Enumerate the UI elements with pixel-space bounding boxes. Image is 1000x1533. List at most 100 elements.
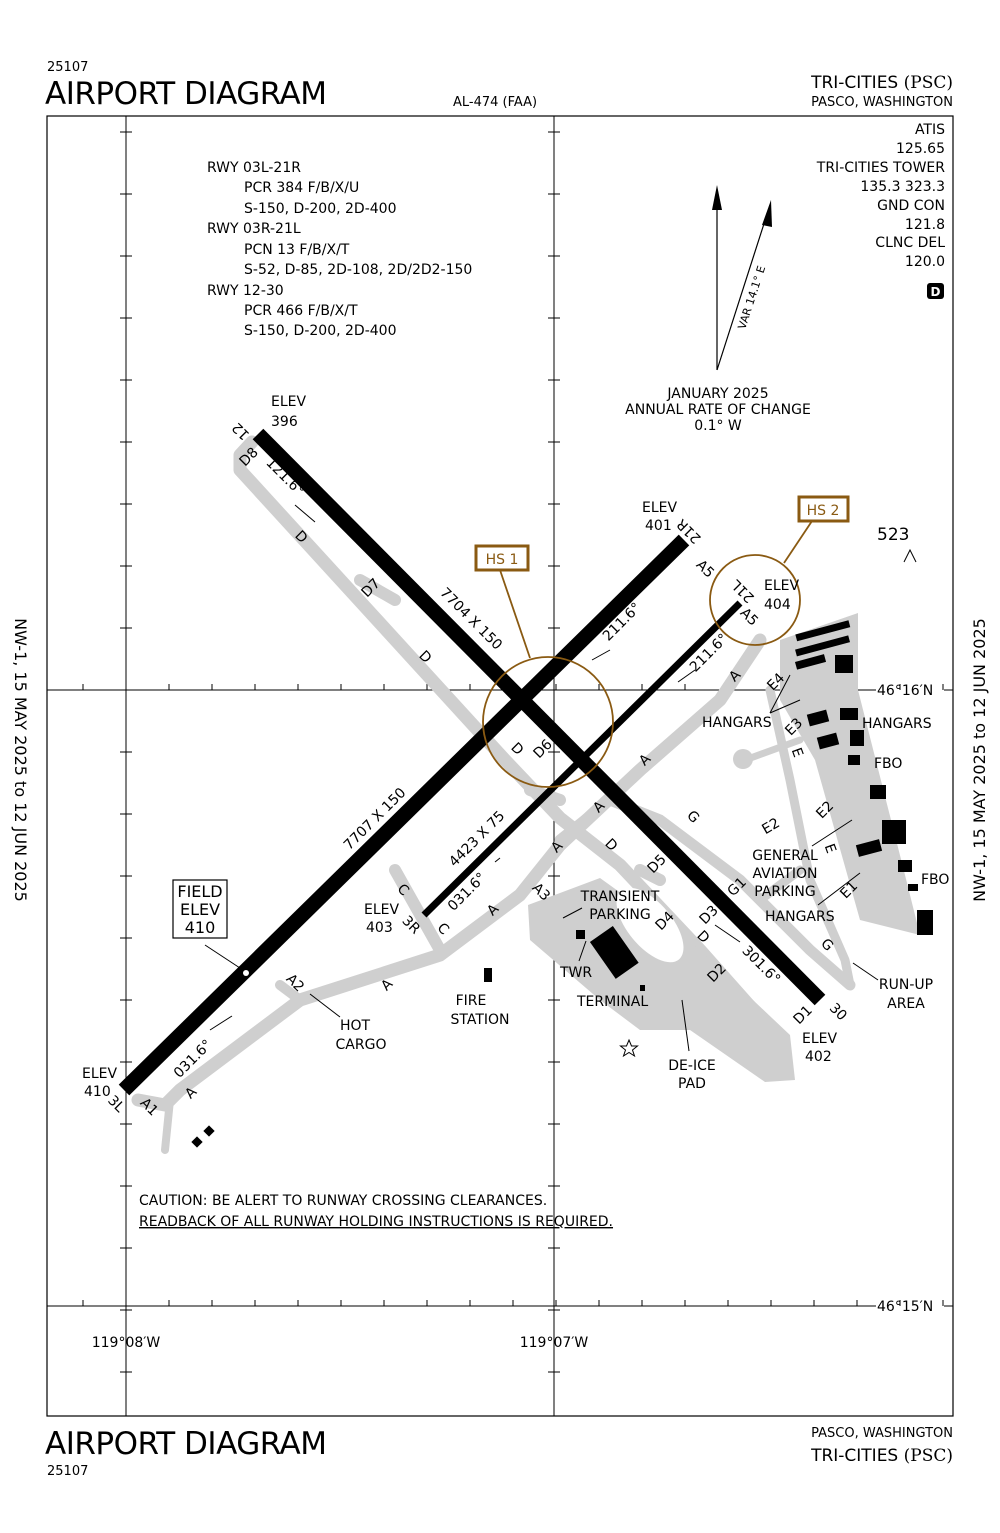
svg-text:CLNC DEL: CLNC DEL bbox=[875, 235, 945, 251]
svg-text:S-52, D-85, 2D-108, 2D/2D2-150: S-52, D-85, 2D-108, 2D/2D2-150 bbox=[244, 262, 472, 278]
apron-island bbox=[616, 887, 684, 963]
svg-text:HOT: HOT bbox=[340, 1018, 371, 1034]
effective-dates-right: NW-1, 15 MAY 2025 to 12 JUN 2025 bbox=[970, 618, 989, 902]
svg-text:PARKING: PARKING bbox=[589, 907, 650, 923]
runway-03l-21r bbox=[118, 534, 690, 1096]
svg-text:FIELD: FIELD bbox=[177, 882, 222, 901]
svg-text:TERMINAL: TERMINAL bbox=[576, 994, 648, 1010]
svg-text:G: G bbox=[683, 808, 702, 827]
svg-text:DE-ICE: DE-ICE bbox=[668, 1058, 715, 1074]
svg-text:403: 403 bbox=[366, 920, 393, 936]
svg-text:READBACK OF ALL RUNWAY HOLDING: READBACK OF ALL RUNWAY HOLDING INSTRUCTI… bbox=[139, 1214, 613, 1230]
svg-text:PARKING: PARKING bbox=[754, 884, 815, 900]
terminal-apron bbox=[528, 878, 795, 1082]
svg-text:RWY 03L-21R: RWY 03L-21R bbox=[207, 160, 301, 176]
taxiway-d5 bbox=[634, 864, 666, 886]
svg-text:GENERAL: GENERAL bbox=[752, 848, 818, 864]
helipad-spot bbox=[733, 749, 753, 769]
hot-spot-1-label[interactable]: HS 1 bbox=[486, 552, 519, 568]
svg-text:D: D bbox=[507, 740, 526, 759]
svg-text:402: 402 bbox=[805, 1049, 832, 1065]
svg-text:125.65: 125.65 bbox=[896, 141, 945, 157]
annual-change: JANUARY 2025 ANNUAL RATE OF CHANGE 0.1° … bbox=[625, 386, 811, 434]
taxiway-e bbox=[765, 685, 855, 990]
svg-text:410: 410 bbox=[84, 1084, 111, 1100]
svg-text:ELEV: ELEV bbox=[802, 1031, 837, 1047]
taxiway-c bbox=[389, 864, 446, 956]
svg-text:RWY 12-30: RWY 12-30 bbox=[207, 283, 284, 299]
facility-labels: HANGARS HANGARS HANGARS FBO FBO GENERAL … bbox=[336, 715, 950, 1092]
svg-text:410: 410 bbox=[185, 918, 216, 937]
svg-text:D1: D1 bbox=[791, 1003, 816, 1028]
svg-text:JANUARY 2025: JANUARY 2025 bbox=[666, 386, 768, 402]
taxiways bbox=[131, 435, 856, 1154]
svg-text:RUN-UP: RUN-UP bbox=[879, 977, 933, 993]
svg-text:HANGARS: HANGARS bbox=[765, 909, 835, 925]
taxiway-g bbox=[554, 794, 856, 991]
svg-text:AREA: AREA bbox=[887, 996, 925, 1012]
effective-dates-left: NW-1, 15 MAY 2025 to 12 JUN 2025 bbox=[11, 618, 30, 902]
svg-text:ELEV: ELEV bbox=[180, 900, 220, 919]
svg-text:STATION: STATION bbox=[450, 1012, 509, 1028]
svg-text:A5: A5 bbox=[693, 557, 717, 581]
lat-south: 46°15′N bbox=[877, 1299, 933, 1315]
svg-text:404: 404 bbox=[764, 597, 791, 613]
taxiway-stub bbox=[741, 736, 804, 764]
footer-location: PASCO, WASHINGTON bbox=[811, 1426, 953, 1441]
field-elev-box bbox=[172, 879, 228, 939]
svg-text:TRI-CITIES TOWER: TRI-CITIES TOWER bbox=[816, 160, 945, 176]
svg-text:E: E bbox=[821, 842, 839, 856]
svg-text:401: 401 bbox=[645, 518, 672, 534]
svg-text:ELEV: ELEV bbox=[642, 500, 677, 516]
svg-text:S-150, D-200, 2D-400: S-150, D-200, 2D-400 bbox=[244, 323, 396, 339]
svg-text:0.1° W: 0.1° W bbox=[694, 418, 742, 434]
svg-text:ELEV: ELEV bbox=[764, 578, 799, 594]
taxiway-d7 bbox=[354, 574, 401, 606]
svg-text:AVIATION: AVIATION bbox=[752, 866, 817, 882]
svg-text:PCR 384 F/B/X/U: PCR 384 F/B/X/U bbox=[244, 180, 359, 196]
svg-text:S-150, D-200, 2D-400: S-150, D-200, 2D-400 bbox=[244, 201, 396, 217]
svg-text:30: 30 bbox=[826, 1000, 850, 1024]
lon-east: 119°07′W bbox=[520, 1335, 589, 1351]
lat-lon-grid bbox=[47, 116, 953, 1416]
airport-name: TRI-CITIES (PSC) bbox=[810, 73, 953, 93]
hot-spots bbox=[474, 495, 850, 788]
field-elev-point bbox=[243, 970, 249, 976]
svg-text:HANGARS: HANGARS bbox=[862, 716, 932, 732]
caution-notice: CAUTION: BE ALERT TO RUNWAY CROSSING CLE… bbox=[139, 1193, 613, 1230]
svg-text:ELEV: ELEV bbox=[271, 394, 306, 410]
svg-text:120.0: 120.0 bbox=[905, 254, 945, 270]
svg-text:E: E bbox=[788, 746, 806, 760]
svg-text:121.8: 121.8 bbox=[905, 217, 945, 233]
al-number: AL-474 (FAA) bbox=[453, 95, 537, 110]
obstacle-height: 523 bbox=[877, 525, 909, 545]
svg-text:RWY 03R-21L: RWY 03R-21L bbox=[207, 221, 301, 237]
datis-badge-label: D bbox=[931, 285, 941, 299]
hot-spot-2-label[interactable]: HS 2 bbox=[807, 503, 840, 519]
taxiway-e2 bbox=[755, 865, 805, 905]
datis-badge bbox=[927, 283, 944, 299]
taxiway-a bbox=[131, 633, 767, 1112]
diagram-frame bbox=[46, 115, 954, 1417]
footer-title: AIRPORT DIAGRAM bbox=[45, 1426, 327, 1462]
svg-text:PCR 466 F/B/X/T: PCR 466 F/B/X/T bbox=[244, 303, 358, 319]
taxiway-a2 bbox=[275, 980, 305, 1005]
buildings bbox=[191, 620, 933, 1148]
north-arrow bbox=[712, 185, 772, 371]
svg-text:PCN 13 F/B/X/T: PCN 13 F/B/X/T bbox=[244, 242, 350, 258]
lon-west: 119°08′W bbox=[92, 1335, 161, 1351]
svg-text:21L: 21L bbox=[728, 576, 758, 606]
taxiway-a1-spur bbox=[161, 1096, 174, 1154]
field-elev-leader bbox=[204, 944, 244, 971]
svg-text:FBO: FBO bbox=[874, 756, 902, 772]
runway-12-30 bbox=[252, 428, 826, 1006]
svg-text:396: 396 bbox=[271, 414, 298, 430]
leader-lines bbox=[309, 674, 879, 1052]
chart-title: AIRPORT DIAGRAM bbox=[45, 76, 327, 112]
svg-text:ATIS: ATIS bbox=[915, 122, 945, 138]
svg-text:ELEV: ELEV bbox=[364, 902, 399, 918]
lat-north: 46°16′N bbox=[877, 683, 933, 699]
communications: ATIS 125.65 TRI-CITIES TOWER 135.3 323.3… bbox=[816, 122, 945, 270]
